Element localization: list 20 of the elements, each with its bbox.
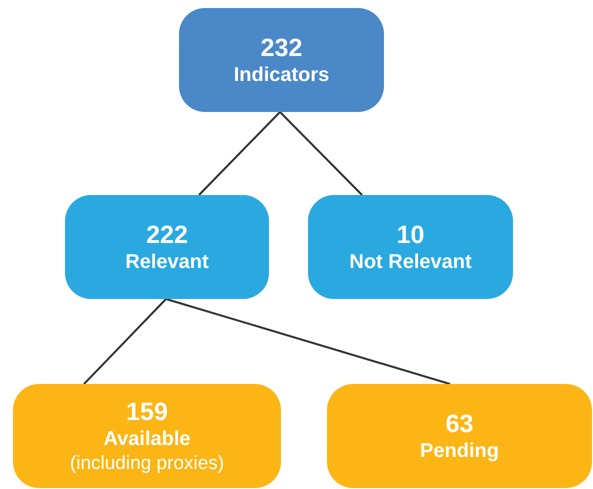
- connector-line: [279, 111, 363, 196]
- category-label: Pending: [420, 438, 499, 464]
- category-label: Relevant: [125, 250, 209, 274]
- count-number: 232: [260, 32, 302, 62]
- connector-line: [166, 298, 450, 385]
- count-box: [327, 384, 592, 488]
- category-label: Available: [103, 427, 191, 452]
- count-box: [65, 195, 269, 299]
- connector-line: [198, 111, 281, 196]
- count-number: 222: [146, 220, 188, 250]
- connector-line: [83, 298, 167, 385]
- category-note: (including proxies): [70, 452, 224, 475]
- count-box: [308, 195, 513, 299]
- count-number: 10: [396, 220, 424, 250]
- category-label: Not Relevant: [349, 250, 472, 274]
- count-box: [179, 8, 384, 112]
- category-label: Indicators: [234, 62, 330, 88]
- count-box: [13, 384, 281, 488]
- count-number: 159: [126, 397, 168, 427]
- count-number: 63: [446, 408, 474, 438]
